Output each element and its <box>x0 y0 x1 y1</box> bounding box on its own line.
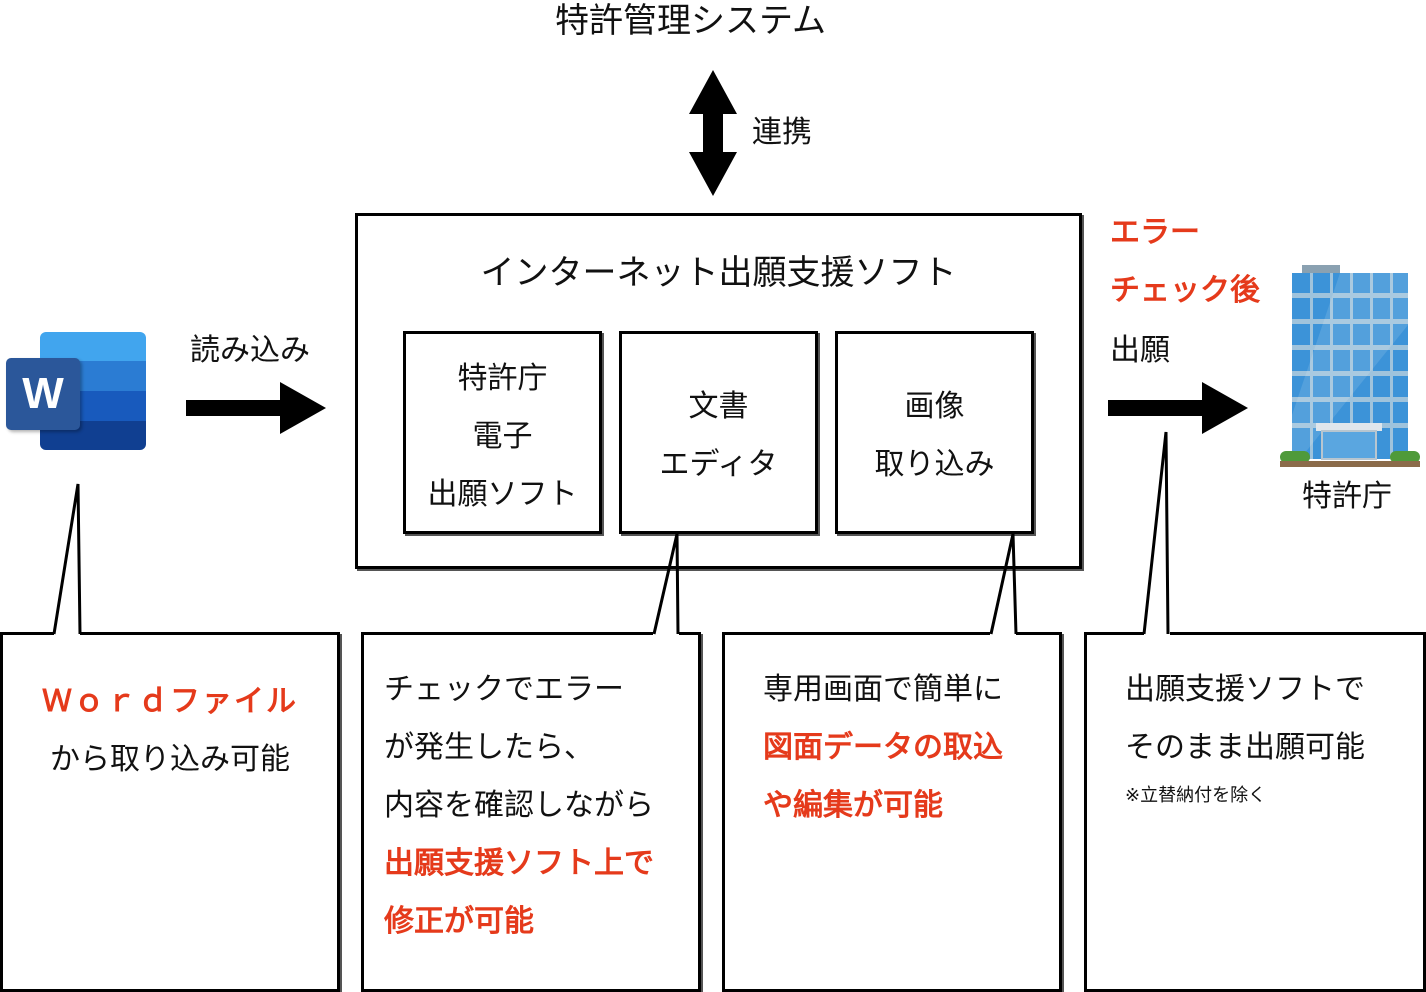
link-label: 連携 <box>752 115 812 150</box>
callout-word-import: Ｗｏｒｄファイル から取り込み可能 <box>0 632 340 992</box>
module-line: 画像 <box>904 389 965 424</box>
callout-line: チェックでエラー <box>384 672 624 707</box>
callout-image-edit: 専用画面で簡単に 図面データの取込 や編集が可能 <box>722 632 1062 992</box>
callout-direct-filing: 出願支援ソフトで そのまま出願可能 ※立替納付を除く <box>1084 632 1426 992</box>
callout-line: 修正が可能 <box>384 904 534 939</box>
callout-line: や編集が可能 <box>763 788 943 823</box>
module-jpo-e-filing: 特許庁 電子 出願ソフト <box>403 331 602 534</box>
callout-line: 図面データの取込 <box>763 730 1003 765</box>
module-line: 取り込み <box>874 447 995 482</box>
callout-line: 専用画面で簡単に <box>763 672 1003 707</box>
filing-arrow-icon <box>1108 382 1248 434</box>
module-line: 電子 <box>472 419 533 454</box>
filing-label: 出願 <box>1110 333 1170 368</box>
word-file-icon: W <box>6 332 146 454</box>
import-label: 読み込み <box>190 333 310 368</box>
module-line: 出願ソフト <box>427 477 578 512</box>
callout-line: 出願支援ソフトで <box>1125 672 1365 707</box>
callout-line: が発生したら、 <box>384 730 594 765</box>
module-line: 文書 <box>688 389 749 424</box>
callout-error-fix: チェックでエラー が発生したら、 内容を確認しながら 出願支援ソフト上で 修正が… <box>361 632 701 992</box>
import-arrow-icon <box>186 382 326 434</box>
callout-line: から取り込み可能 <box>50 742 290 777</box>
callout-note: ※立替納付を除く <box>1125 785 1267 806</box>
jpo-label: 特許庁 <box>1302 479 1392 514</box>
module-line: エディタ <box>659 447 778 482</box>
callout-line: そのまま出願可能 <box>1125 730 1365 765</box>
callout-line: 出願支援ソフト上で <box>384 846 654 881</box>
bidirectional-arrow-icon <box>689 70 737 196</box>
module-image-import: 画像 取り込み <box>835 331 1034 534</box>
word-letter: W <box>6 358 80 430</box>
patent-management-system-label: 特許管理システム <box>555 1 826 41</box>
callout-line: 内容を確認しながら <box>384 788 654 823</box>
callout-line: Ｗｏｒｄファイル <box>42 684 298 719</box>
error-check-label-1: エラー <box>1110 215 1200 250</box>
main-box-title: インターネット出願支援ソフト <box>480 253 957 293</box>
module-document-editor: 文書 エディタ <box>619 331 818 534</box>
module-line: 特許庁 <box>457 361 548 396</box>
jpo-building-icon <box>1280 265 1420 467</box>
error-check-label-2: チェック後 <box>1110 273 1260 308</box>
